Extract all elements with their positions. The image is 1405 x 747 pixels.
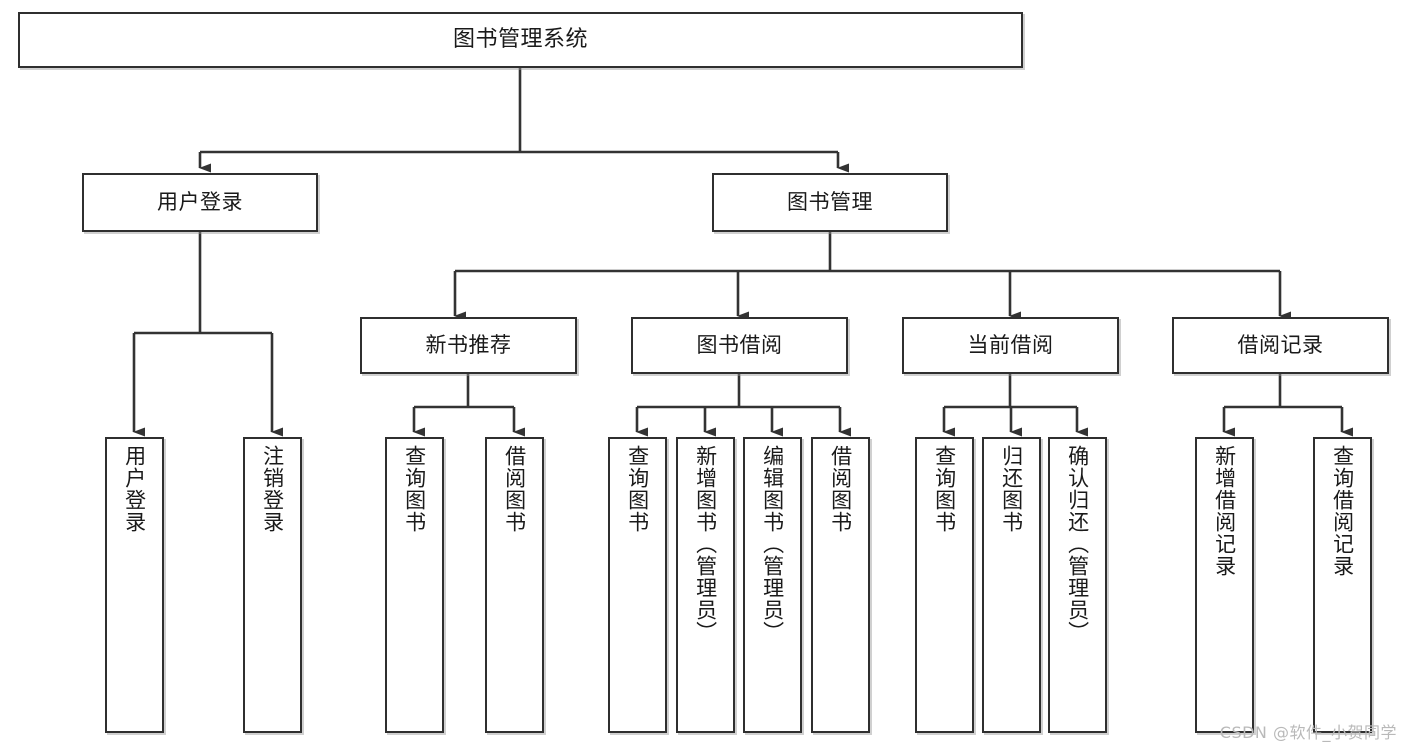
- leaf-book-borrow-edit[interactable]: 编辑图书（管理员）: [743, 437, 802, 733]
- node-label: 借阅图书: [502, 445, 527, 533]
- leaf-borrow-record-query[interactable]: 查询借阅记录: [1313, 437, 1372, 733]
- node-label: 归还图书: [999, 445, 1024, 533]
- node-label: 新书推荐: [425, 333, 512, 358]
- node-book-management[interactable]: 图书管理: [712, 173, 948, 232]
- leaf-user-login-logout[interactable]: 注销登录: [243, 437, 302, 733]
- node-borrow-record[interactable]: 借阅记录: [1172, 317, 1389, 374]
- node-label: 查询借阅记录: [1330, 445, 1355, 577]
- node-user-login[interactable]: 用户登录: [82, 173, 318, 232]
- watermark: CSDN @软件_小贺同学: [1219, 723, 1397, 742]
- node-label: 新增借阅记录: [1212, 445, 1237, 577]
- node-label: 当前借阅: [967, 333, 1054, 358]
- leaf-book-borrow-add[interactable]: 新增图书（管理员）: [676, 437, 735, 733]
- node-label: 注销登录: [260, 445, 285, 533]
- node-label: 编辑图书（管理员）: [760, 445, 785, 643]
- node-label: 借阅记录: [1237, 333, 1324, 358]
- node-label: 新增图书（管理员）: [693, 445, 718, 643]
- node-label: 查询图书: [402, 445, 427, 533]
- node-label: 图书管理系统: [452, 26, 588, 52]
- leaf-new-book-query[interactable]: 查询图书: [385, 437, 444, 733]
- leaf-book-borrow-query[interactable]: 查询图书: [608, 437, 667, 733]
- leaf-current-borrow-return[interactable]: 归还图书: [982, 437, 1041, 733]
- node-current-borrow[interactable]: 当前借阅: [902, 317, 1119, 374]
- node-label: 查询图书: [932, 445, 957, 533]
- node-label: 用户登录: [122, 445, 147, 533]
- node-label: 借阅图书: [828, 445, 853, 533]
- leaf-current-borrow-confirm-return[interactable]: 确认归还（管理员）: [1048, 437, 1107, 733]
- leaf-user-login-login[interactable]: 用户登录: [105, 437, 164, 733]
- node-label: 图书管理: [787, 190, 873, 215]
- node-label: 确认归还（管理员）: [1065, 445, 1090, 643]
- node-label: 图书借阅: [696, 333, 783, 358]
- leaf-new-book-borrow[interactable]: 借阅图书: [485, 437, 544, 733]
- node-label: 用户登录: [157, 190, 243, 215]
- node-label: 查询图书: [625, 445, 650, 533]
- node-book-borrow[interactable]: 图书借阅: [631, 317, 848, 374]
- leaf-current-borrow-query[interactable]: 查询图书: [915, 437, 974, 733]
- leaf-book-borrow-borrow[interactable]: 借阅图书: [811, 437, 870, 733]
- node-root-book-management-system[interactable]: 图书管理系统: [18, 12, 1023, 68]
- leaf-borrow-record-add[interactable]: 新增借阅记录: [1195, 437, 1254, 733]
- node-new-book-recommend[interactable]: 新书推荐: [360, 317, 577, 374]
